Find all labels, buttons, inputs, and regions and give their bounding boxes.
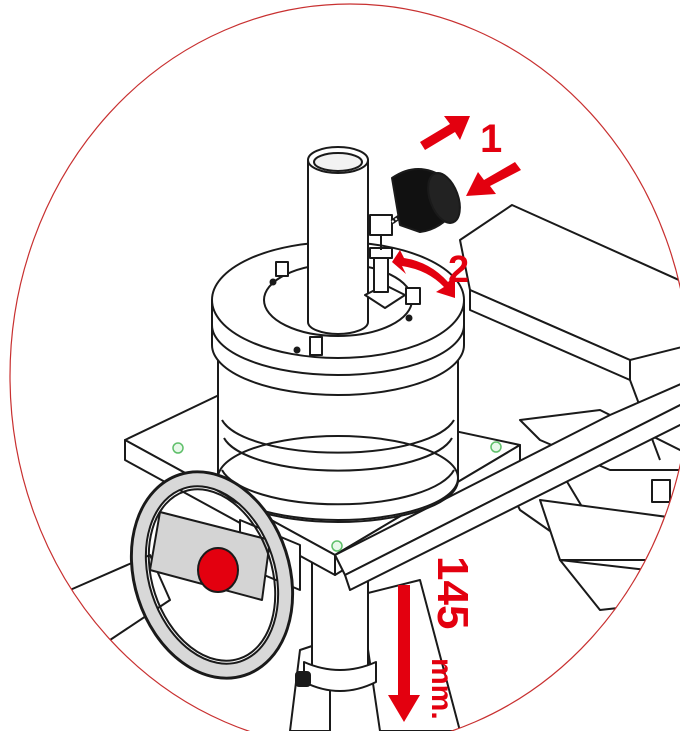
central-tube (307, 146, 369, 335)
circle-frame (9, 3, 680, 731)
lid-bolts (269, 261, 421, 356)
arrow-icon (420, 116, 470, 150)
side-bench (459, 204, 680, 611)
arrow-icon (466, 162, 521, 196)
cylinder-body (217, 354, 459, 523)
red-hub (197, 547, 239, 593)
arrow-icon (388, 585, 420, 722)
adjustment-clamp (364, 205, 414, 309)
knob-icon (391, 168, 461, 233)
distance-value: 145 (428, 556, 477, 629)
curved-double-arrow-icon (392, 250, 455, 298)
step-2-label: 2 (448, 249, 469, 291)
handwheel (129, 470, 295, 680)
distance-unit: mm. (425, 658, 458, 720)
step-1-label: 1 (480, 117, 502, 161)
